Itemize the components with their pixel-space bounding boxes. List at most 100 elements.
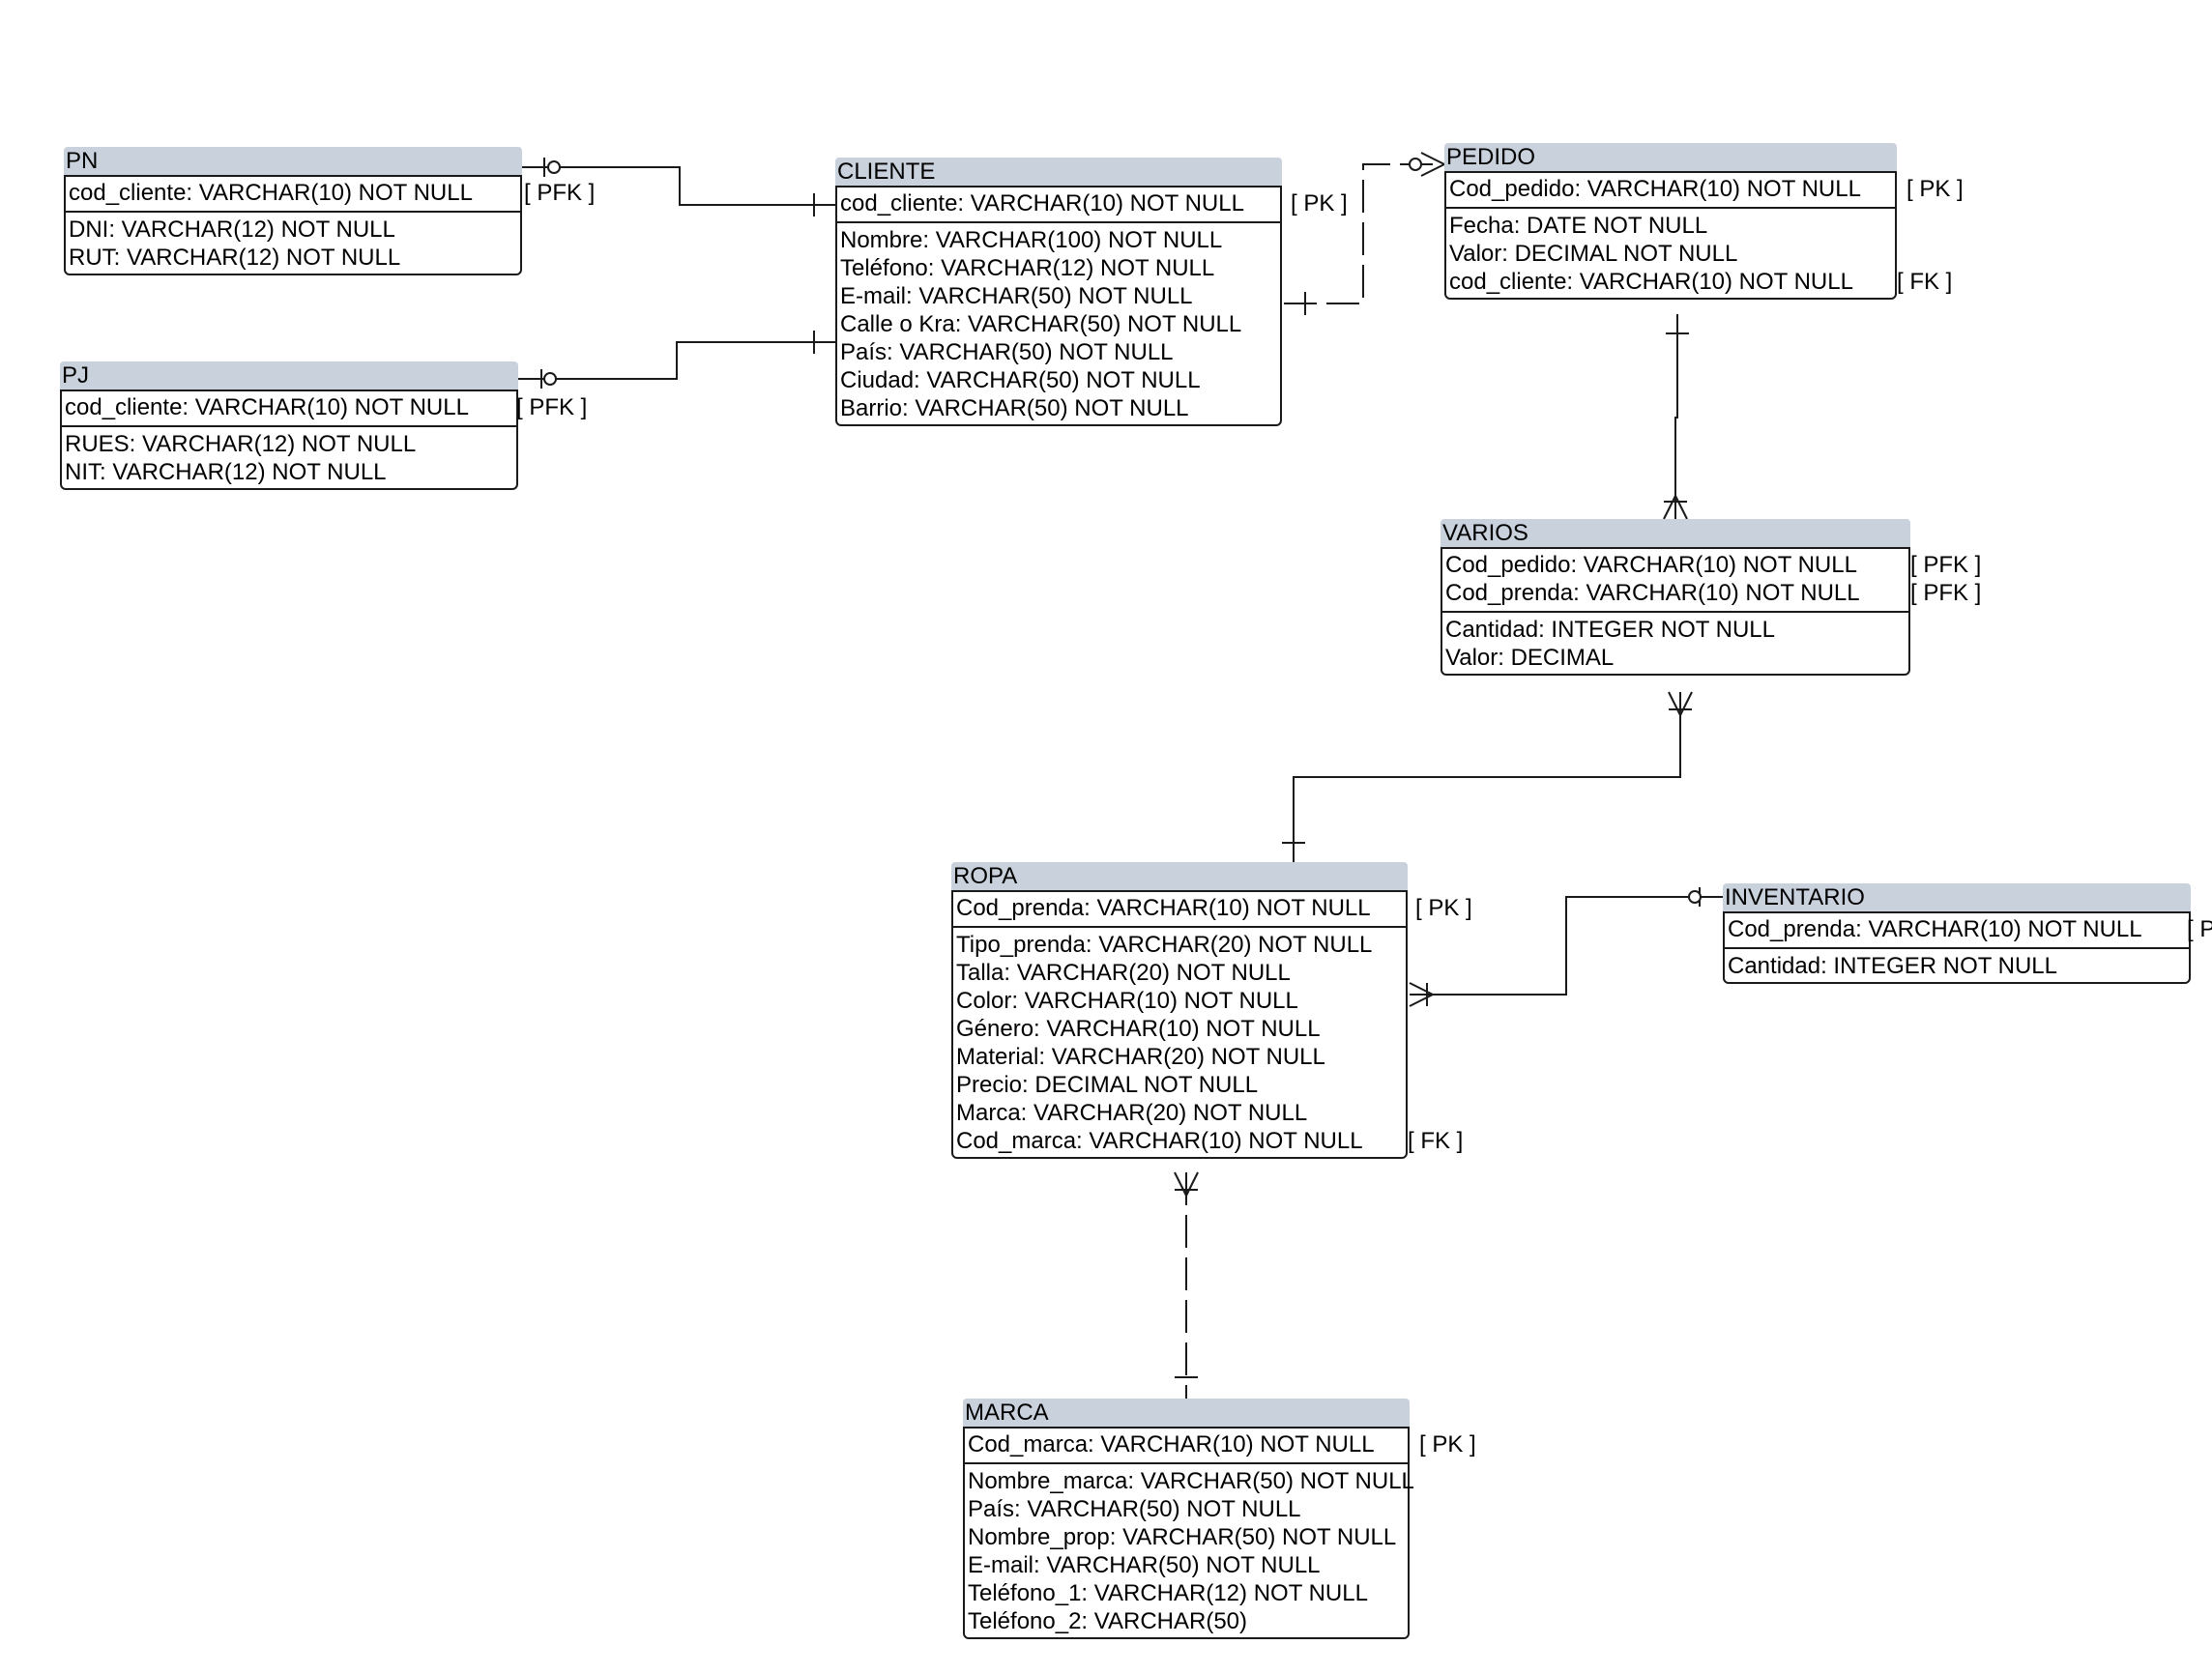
attribute-text: Género: VARCHAR(10) NOT NULL	[956, 1016, 1321, 1042]
key-attribute-row[interactable]: Cod_marca: VARCHAR(10) NOT NULL[ PK ]	[965, 1430, 1476, 1458]
relationship-varios-ropa[interactable]	[1282, 691, 1693, 862]
entity-title: INVENTARIO	[1723, 883, 2191, 911]
relationship-ropa-marca[interactable]	[1174, 1171, 1199, 1399]
entity-pj[interactable]: PJ cod_cliente: VARCHAR(10) NOT NULL[ PFK…	[60, 361, 587, 490]
primary-key-section: Cod_pedido: VARCHAR(10) NOT NULL[ PK ]	[1446, 173, 1964, 209]
entity-marca[interactable]: MARCA Cod_marca: VARCHAR(10) NOT NULL[ PK…	[963, 1399, 1476, 1639]
attribute-row[interactable]: País: VARCHAR(50) NOT NULL	[965, 1495, 1408, 1523]
attribute-row[interactable]: Valor: DECIMAL	[1442, 644, 1908, 672]
key-attribute-text: cod_cliente: VARCHAR(10) NOT NULL	[65, 394, 469, 420]
crow-foot-line	[1174, 1171, 1187, 1197]
attribute-text: Fecha: DATE NOT NULL	[1449, 213, 1708, 239]
key-attribute-row[interactable]: Cod_prenda: VARCHAR(10) NOT NULL[ PK ]	[953, 894, 1472, 922]
relationship-pn-cliente[interactable]	[522, 158, 835, 216]
primary-key-section: Cod_prenda: VARCHAR(10) NOT NULL[ PFK ]	[1725, 913, 2212, 949]
key-attribute-text: cod_cliente: VARCHAR(10) NOT NULL	[69, 180, 473, 206]
key-attribute-row[interactable]: Cod_pedido: VARCHAR(10) NOT NULL[ PK ]	[1446, 175, 1964, 203]
attribute-row[interactable]: Nombre_marca: VARCHAR(50) NOT NULL	[965, 1467, 1414, 1495]
attribute-row[interactable]: DNI: VARCHAR(12) NOT NULL	[66, 216, 520, 244]
entity-title: VARIOS	[1441, 519, 1910, 547]
relationship-cliente-pedido[interactable]	[1284, 152, 1445, 315]
attribute-row[interactable]: Valor: DECIMAL NOT NULL	[1446, 240, 1895, 268]
attribute-row[interactable]: E-mail: VARCHAR(50) NOT NULL	[965, 1551, 1408, 1579]
attribute-row[interactable]: NIT: VARCHAR(12) NOT NULL	[62, 458, 516, 486]
attribute-row[interactable]: Tipo_prenda: VARCHAR(20) NOT NULL	[953, 931, 1406, 959]
attribute-row[interactable]: RUES: VARCHAR(12) NOT NULL	[62, 430, 516, 458]
attribute-text: País: VARCHAR(50) NOT NULL	[840, 339, 1174, 365]
attribute-row[interactable]: Color: VARCHAR(10) NOT NULL	[953, 987, 1406, 1015]
cardinality-circle	[1409, 158, 1422, 171]
attribute-row[interactable]: Ciudad: VARCHAR(50) NOT NULL	[837, 366, 1280, 394]
attribute-text: Marca: VARCHAR(20) NOT NULL	[956, 1100, 1308, 1126]
key-attribute-row[interactable]: cod_cliente: VARCHAR(10) NOT NULL[ PFK ]	[66, 179, 595, 207]
crow-foot-line	[1409, 982, 1434, 996]
primary-key-section: Cod_marca: VARCHAR(10) NOT NULL[ PK ]	[965, 1429, 1476, 1464]
key-attribute-text: Cod_prenda: VARCHAR(10) NOT NULL	[956, 895, 1371, 921]
key-attribute-row[interactable]: Cod_pedido: VARCHAR(10) NOT NULL[ PFK ]	[1442, 551, 1981, 579]
attribute-row[interactable]: E-mail: VARCHAR(50) NOT NULL	[837, 282, 1280, 310]
attribute-text: Valor: DECIMAL NOT NULL	[1449, 241, 1738, 267]
attribute-row[interactable]: País: VARCHAR(50) NOT NULL	[837, 338, 1280, 366]
key-attribute-row[interactable]: cod_cliente: VARCHAR(10) NOT NULL[ PFK ]	[62, 393, 587, 421]
entity-title: ROPA	[951, 862, 1408, 890]
attribute-row[interactable]: Teléfono: VARCHAR(12) NOT NULL	[837, 254, 1280, 282]
attribute-row[interactable]: cod_cliente: VARCHAR(10) NOT NULL[ FK ]	[1446, 268, 1952, 296]
entity-title: CLIENTE	[835, 158, 1282, 186]
relationship-pedido-varios[interactable]	[1663, 314, 1689, 520]
entity-inventario[interactable]: INVENTARIO Cod_prenda: VARCHAR(10) NOT NU…	[1723, 883, 2212, 984]
crow-foot-line	[1185, 1171, 1199, 1197]
attribute-text: NIT: VARCHAR(12) NOT NULL	[65, 459, 387, 485]
attribute-row[interactable]: Fecha: DATE NOT NULL	[1446, 212, 1895, 240]
attribute-text: RUES: VARCHAR(12) NOT NULL	[65, 431, 417, 457]
key-attribute-row[interactable]: Cod_prenda: VARCHAR(10) NOT NULL[ PFK ]	[1725, 915, 2212, 943]
crow-foot-line	[1679, 691, 1693, 716]
attribute-row[interactable]: Nombre: VARCHAR(100) NOT NULL	[837, 226, 1280, 254]
attribute-row[interactable]: RUT: VARCHAR(12) NOT NULL	[66, 244, 520, 272]
key-attribute-row[interactable]: Cod_prenda: VARCHAR(10) NOT NULL[ PFK ]	[1442, 579, 1981, 607]
attribute-row[interactable]: Cantidad: INTEGER NOT NULL	[1725, 952, 2189, 980]
primary-key-section: cod_cliente: VARCHAR(10) NOT NULL[ PFK ]	[66, 177, 595, 213]
entity-body: Cod_pedido: VARCHAR(10) NOT NULL[ PK ] Fe…	[1444, 171, 1964, 300]
entity-title: PJ	[60, 361, 518, 390]
attribute-row[interactable]: Cod_marca: VARCHAR(10) NOT NULL[ FK ]	[953, 1127, 1463, 1155]
attribute-row[interactable]: Género: VARCHAR(10) NOT NULL	[953, 1015, 1406, 1043]
key-tag: [ FK ]	[1408, 1128, 1464, 1154]
attribute-row[interactable]: Nombre_prop: VARCHAR(50) NOT NULL	[965, 1523, 1408, 1551]
attribute-text: Color: VARCHAR(10) NOT NULL	[956, 988, 1298, 1014]
entity-title: PEDIDO	[1444, 143, 1897, 171]
attribute-row[interactable]: Material: VARCHAR(20) NOT NULL	[953, 1043, 1406, 1071]
entity-body: Cod_prenda: VARCHAR(10) NOT NULL[ PK ] Ti…	[951, 890, 1472, 1159]
primary-key-section: cod_cliente: VARCHAR(10) NOT NULL[ PK ]	[837, 188, 1348, 223]
attribute-row[interactable]: Marca: VARCHAR(20) NOT NULL	[953, 1099, 1406, 1127]
attribute-row[interactable]: Calle o Kra: VARCHAR(50) NOT NULL	[837, 310, 1280, 338]
crow-foot-line	[1668, 691, 1681, 716]
relationship-ropa-inventario[interactable]	[1409, 887, 1723, 1007]
entity-cliente[interactable]: CLIENTE cod_cliente: VARCHAR(10) NOT NULL…	[835, 158, 1348, 426]
attribute-text: RUT: VARCHAR(12) NOT NULL	[69, 245, 401, 271]
attribute-row[interactable]: Cantidad: INTEGER NOT NULL	[1442, 616, 1908, 644]
attribute-text: Teléfono_1: VARCHAR(12) NOT NULL	[968, 1580, 1368, 1606]
entity-body: Cod_pedido: VARCHAR(10) NOT NULL[ PFK ]C…	[1441, 547, 1981, 676]
connector-line	[1410, 896, 1723, 996]
key-attribute-row[interactable]: cod_cliente: VARCHAR(10) NOT NULL[ PK ]	[837, 189, 1348, 217]
attribute-row[interactable]: Teléfono_1: VARCHAR(12) NOT NULL	[965, 1579, 1408, 1607]
entity-title: MARCA	[963, 1399, 1410, 1427]
attribute-row[interactable]: Talla: VARCHAR(20) NOT NULL	[953, 959, 1406, 987]
key-tag: [ PFK ]	[2187, 916, 2212, 942]
attribute-row[interactable]: Precio: DECIMAL NOT NULL	[953, 1071, 1406, 1099]
relationship-pj-cliente[interactable]	[518, 331, 835, 389]
attribute-row[interactable]: Barrio: VARCHAR(50) NOT NULL	[837, 394, 1280, 422]
attribute-text: Talla: VARCHAR(20) NOT NULL	[956, 960, 1291, 986]
attribute-text: Nombre: VARCHAR(100) NOT NULL	[840, 227, 1223, 253]
attribute-text: E-mail: VARCHAR(50) NOT NULL	[840, 283, 1193, 309]
attribute-text: Valor: DECIMAL	[1445, 645, 1615, 671]
attribute-row[interactable]: Teléfono_2: VARCHAR(50)	[965, 1607, 1408, 1635]
